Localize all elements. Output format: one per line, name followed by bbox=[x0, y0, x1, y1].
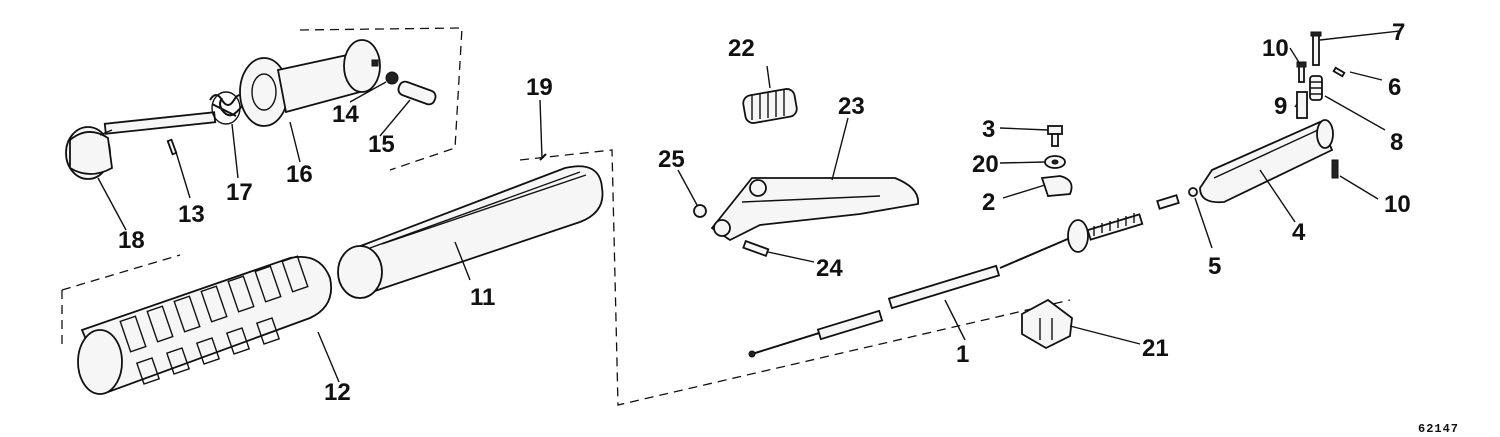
spring-part-22 bbox=[742, 88, 798, 124]
cup-shaft-part-16 bbox=[239, 39, 381, 127]
callout-19: 19 bbox=[526, 74, 553, 101]
callout-15: 15 bbox=[368, 131, 395, 158]
callout-9: 9 bbox=[1274, 93, 1287, 120]
callout-7: 7 bbox=[1392, 19, 1405, 46]
grip-part-12 bbox=[77, 255, 332, 395]
callout-22: 22 bbox=[728, 35, 755, 62]
pin-part-9 bbox=[1296, 91, 1308, 119]
lever-part-23 bbox=[710, 177, 919, 242]
cable-part-1 bbox=[748, 194, 1180, 358]
callout-10-upper: 10 bbox=[1262, 35, 1289, 62]
callout-13: 13 bbox=[178, 201, 205, 228]
nut-part-14 bbox=[385, 71, 399, 85]
pin-part-15 bbox=[397, 80, 437, 106]
callout-23: 23 bbox=[838, 93, 865, 120]
washer-part-20 bbox=[1044, 155, 1066, 169]
catalog-number: 62147 bbox=[1418, 422, 1459, 436]
callout-3: 3 bbox=[982, 116, 995, 143]
callout-11: 11 bbox=[470, 284, 495, 311]
upper-left-group-outline bbox=[299, 27, 463, 171]
callout-17: 17 bbox=[226, 179, 253, 206]
callout-20: 20 bbox=[972, 151, 999, 178]
callout-5: 5 bbox=[1208, 253, 1221, 280]
callout-12: 12 bbox=[324, 379, 351, 406]
bolt-part-24 bbox=[742, 239, 770, 258]
clip-part-2 bbox=[1040, 175, 1073, 197]
callout-24: 24 bbox=[816, 255, 843, 282]
tube-part-11 bbox=[337, 165, 604, 299]
nut-part-25 bbox=[693, 204, 707, 218]
leader-lines bbox=[97, 30, 1401, 383]
spring-part-8 bbox=[1309, 75, 1323, 101]
block-part-21 bbox=[1021, 298, 1073, 350]
callout-25: 25 bbox=[658, 146, 685, 173]
callout-14: 14 bbox=[332, 101, 359, 128]
screw-part-10-lower bbox=[1331, 159, 1339, 179]
pin-part-13 bbox=[166, 138, 178, 156]
callout-1: 1 bbox=[956, 341, 969, 368]
callout-4: 4 bbox=[1292, 219, 1306, 246]
callout-21: 21 bbox=[1142, 335, 1169, 362]
ring-part-6 bbox=[1332, 66, 1346, 78]
tube-group-outline bbox=[61, 149, 1071, 406]
screw-part-10-upper bbox=[1296, 61, 1307, 83]
callout-16: 16 bbox=[286, 161, 313, 188]
callout-18: 18 bbox=[118, 227, 145, 254]
callout-10-lower: 10 bbox=[1384, 191, 1411, 218]
pin-part-7 bbox=[1310, 31, 1322, 66]
screw-part-19 bbox=[539, 153, 547, 161]
callout-6: 6 bbox=[1388, 74, 1401, 101]
handle-part-4 bbox=[1199, 119, 1334, 204]
ring-part-5 bbox=[1188, 187, 1198, 197]
callout-2: 2 bbox=[982, 189, 995, 216]
knob-assembly-part-18 bbox=[65, 111, 217, 180]
screw-part-3 bbox=[1047, 125, 1063, 147]
callout-8: 8 bbox=[1390, 129, 1403, 156]
